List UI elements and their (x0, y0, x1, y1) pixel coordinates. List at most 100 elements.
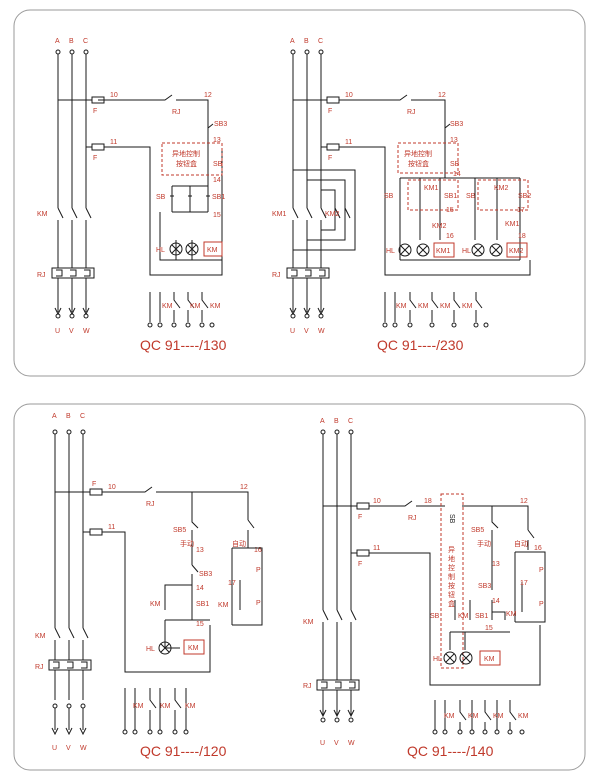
label-rj-contact: RJ (146, 501, 155, 508)
wire-number-13: 13 (450, 137, 458, 144)
fuse (89, 488, 103, 496)
label-f: F (358, 561, 362, 568)
start-branch (171, 185, 209, 213)
wire-number-13: 13 (213, 137, 221, 144)
aux-terminal (407, 322, 413, 328)
auto-branch (231, 547, 263, 626)
output-terminal (52, 703, 58, 709)
remote-char-1: 异 (448, 546, 455, 554)
output-terminal (83, 313, 89, 319)
label-sb1: SB1 (444, 193, 457, 200)
aux-terminal (147, 322, 153, 328)
contactor-km2-contacts (334, 207, 351, 219)
label-sb5: SB5 (471, 527, 484, 534)
stop-button-sb3 (444, 120, 451, 129)
phase-label-a: A (55, 38, 60, 45)
phase-label-b: B (304, 38, 309, 45)
lamp-cross (491, 245, 501, 255)
output-wire (322, 690, 352, 716)
label-p: P (539, 567, 544, 574)
label-p: P (256, 600, 261, 607)
label-rj: RJ (303, 683, 312, 690)
output-terminal (290, 313, 296, 319)
bus-terminal (52, 429, 58, 435)
output-terminal (320, 717, 326, 723)
stop-button-sb3 (207, 120, 214, 129)
bus-terminal (55, 49, 61, 55)
km1-remote-group (407, 179, 459, 211)
output-terminal (348, 717, 354, 723)
indicator-lamp-hl (443, 651, 457, 665)
aux-terminal (429, 322, 435, 328)
thermal-element (291, 269, 326, 277)
output-wire (54, 708, 84, 730)
mode-switches (491, 506, 535, 590)
panel-title-120: QC 91----/120 (140, 743, 227, 759)
wire-number-16: 16 (254, 547, 262, 554)
aux-contacts (384, 292, 483, 322)
aux-label-km: KM (133, 703, 144, 710)
panel-title-140: QC 91----/140 (407, 743, 494, 759)
aux-terminal (183, 729, 189, 735)
bus-terminal (66, 429, 72, 435)
aux-terminal (392, 322, 398, 328)
control-wire-11 (83, 531, 211, 673)
aux-terminal (122, 729, 128, 735)
aux-label-km: KM (185, 703, 196, 710)
coil-km1-label: KM1 (436, 248, 451, 255)
label-sb1: SB1 (196, 601, 209, 608)
bus-terminal (334, 429, 340, 435)
aux-terminal (442, 729, 448, 735)
label-km-auto: KM (218, 602, 229, 609)
aux-label-km: KM (444, 713, 455, 720)
label-rj: RJ (37, 272, 46, 279)
label-p: P (256, 567, 261, 574)
wire-number-10: 10 (108, 484, 116, 491)
label-sb1: SB1 (212, 194, 225, 201)
control-wire-11 (86, 146, 223, 276)
label-manual: 手动 (180, 539, 194, 548)
label-f: F (93, 108, 97, 115)
control-wire-10 (58, 94, 209, 128)
aux-label-km: KM (396, 303, 407, 310)
wire-number-16: 16 (534, 545, 542, 552)
label-km: KM (303, 619, 314, 626)
coil-km2-label: KM2 (509, 248, 524, 255)
output-terminal (55, 313, 61, 319)
bus-terminal (320, 429, 326, 435)
label-sb3: SB3 (450, 121, 463, 128)
wire-number-15: 15 (485, 625, 493, 632)
output-arrows (51, 727, 87, 736)
wire-number-15: 15 (446, 207, 454, 214)
aux-terminal (157, 729, 163, 735)
wire-number-12: 12 (520, 498, 528, 505)
indicator-lamp (416, 243, 430, 257)
wire-number-17: 17 (228, 580, 236, 587)
branch-bus (399, 177, 521, 261)
aux-terminal (209, 322, 215, 328)
remote-box-label-2: 按钮盒 (176, 159, 197, 168)
bus-terminal (83, 49, 89, 55)
wire-number-12: 12 (240, 484, 248, 491)
reversing-crossover (293, 169, 356, 251)
aux-terminal (199, 322, 205, 328)
phase-label-b: B (66, 413, 71, 420)
remote-char-7: 盒 (448, 599, 455, 608)
output-label-v: V (334, 740, 339, 747)
bus-terminal (304, 49, 310, 55)
thermal-element (56, 269, 91, 277)
output-terminal (66, 703, 72, 709)
aux-label-km: KM (210, 303, 221, 310)
phase-label-b: B (334, 418, 339, 425)
coil-km-label: KM (207, 247, 218, 254)
coil-km1 (433, 242, 455, 258)
aux-terminal (147, 729, 153, 735)
phase-label-c: C (348, 418, 353, 425)
wire-number-10: 10 (110, 92, 118, 99)
output-label-w: W (83, 328, 90, 335)
aux-terminal (157, 322, 163, 328)
label-km2-contact: KM2 (494, 185, 509, 192)
remote-char-6: 钮 (448, 590, 455, 599)
main-contactor-contacts (57, 207, 92, 268)
branch-verticals (419, 178, 498, 240)
